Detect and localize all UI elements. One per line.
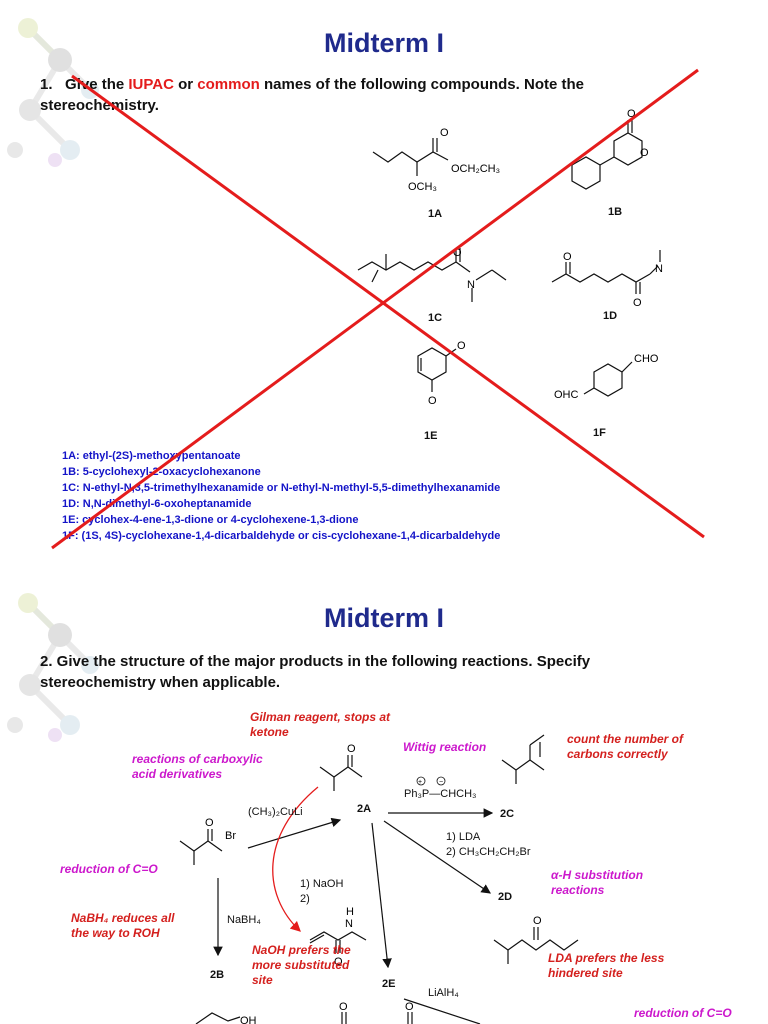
note-carboxylic: reactions of carboxylic acid derivatives [132, 752, 263, 781]
atom-o: O [428, 395, 437, 407]
atom-o: O [334, 956, 343, 968]
reagent-lda-step1: 1) LDA [446, 831, 481, 843]
minus-sign: − [439, 779, 443, 786]
common-word: common [197, 76, 260, 93]
methoxy-group: OCH₃ [408, 181, 437, 193]
cross-out-mark [51, 68, 705, 550]
reagent-lialh4: LiAlH₄ [428, 987, 459, 999]
note-nabh4: NaBH₄ reduces all the way to ROH [71, 911, 175, 940]
slide-title: Midterm I [323, 28, 444, 58]
label-2d: 2D [498, 891, 513, 903]
reagent-naoh-step1: 1) NaOH [300, 878, 344, 890]
label-2b: 2B [210, 969, 225, 981]
atom-o: O [457, 340, 466, 352]
atom-n: N [467, 279, 475, 291]
reagent-naoh-step2: 2) [300, 893, 310, 905]
plus-charge-icon [416, 776, 426, 786]
iupac-word: IUPAC [128, 76, 174, 93]
reagent-lda-step2: 2) CH₃CH₂CH₂Br [446, 846, 531, 858]
note-alpha-h: α-H substitution reactions [551, 868, 644, 897]
minus-charge-icon [436, 776, 446, 786]
label-2a: 2A [357, 803, 372, 815]
note-lda: LDA prefers the less hindered site [548, 951, 665, 980]
structures-1: O OCH₂CH₃ OCH₃ O O O N O O N O O CHO OHC [357, 108, 663, 407]
question-text-post: names of the following compounds. Note t… [40, 76, 584, 114]
atom-o: O [339, 1001, 348, 1013]
atom-o: O [563, 251, 572, 263]
question-2: 2. Give the structure of the major produ… [40, 653, 591, 691]
atom-o: O [440, 127, 449, 139]
question-text-or: or [173, 76, 198, 93]
molecule-decoration [7, 593, 99, 742]
atom-o: O [453, 247, 462, 259]
ester-group: OCH₂CH₃ [451, 163, 500, 175]
answer-1c: 1C: N-ethyl-N,3,5-trimethylhexanamide or… [62, 482, 501, 494]
answer-1b: 1B: 5-cyclohexyl-2-oxacyclohexanone [62, 466, 261, 478]
reagent-wittig: Ph₃P—CHCH₃ [404, 788, 477, 800]
slide-2: Midterm I 2. Give the structure of the m… [0, 575, 768, 1024]
reagent-cuprate: (CH₃)₂CuLi [248, 806, 303, 818]
note-gilman: Gilman reagent, stops at ketone [250, 710, 391, 739]
note-wittig: Wittig reaction [403, 740, 487, 754]
label-1d: 1D [603, 310, 618, 322]
atom-o: O [405, 1001, 414, 1013]
atom-o: O [640, 147, 649, 159]
label-1e: 1E [424, 430, 438, 442]
answer-1e: 1E: cyclohex-4-ene-1,3-dione or 4-cycloh… [62, 514, 359, 526]
note-reduction-1: reduction of C=O [60, 862, 158, 876]
note-reduction-2: reduction of C=O [634, 1006, 732, 1020]
atom-br: Br [225, 830, 236, 842]
atom-h: H [346, 906, 354, 918]
atom-n: N [345, 918, 353, 930]
plus-sign: + [418, 779, 422, 786]
label-2c: 2C [500, 808, 515, 820]
atom-o: O [533, 915, 542, 927]
answer-key: 1A: ethyl-(2S)-methoxypentanoate 1B: 5-c… [62, 448, 500, 544]
molecule-decoration [7, 18, 99, 167]
ohc-group: OHC [554, 389, 579, 401]
slide-title: Midterm I [323, 603, 444, 633]
label-1f: 1F [593, 427, 606, 439]
question-1: 1. Give the IUPAC or common names of the… [40, 74, 680, 116]
atom-o: O [627, 108, 636, 120]
atom-o: O [633, 297, 642, 309]
slide-1: Midterm I 1. Give the IUPAC or common na… [7, 18, 705, 550]
answer-1f: 1F: (1S, 4S)-cyclohexane-1,4-dicarbaldeh… [62, 530, 501, 542]
question-number: 1. [40, 76, 53, 93]
note-naoh: NaOH prefers the more substituted site [252, 943, 351, 987]
note-count: count the number of carbons correctly [567, 732, 683, 761]
atom-o: O [347, 743, 356, 755]
label-1c: 1C [428, 312, 443, 324]
cho-group: CHO [634, 353, 659, 365]
atom-n: N [655, 263, 663, 275]
reaction-scheme: Br O O O O H N OH O O + − [179, 734, 579, 1024]
label-1a: 1A [428, 208, 443, 220]
label-2e: 2E [382, 978, 396, 990]
label-1b: 1B [608, 206, 623, 218]
answer-1a: 1A: ethyl-(2S)-methoxypentanoate [62, 450, 241, 462]
atom-o: O [205, 817, 214, 829]
reagent-nabh4: NaBH₄ [227, 914, 261, 926]
atom-oh: OH [240, 1015, 257, 1024]
